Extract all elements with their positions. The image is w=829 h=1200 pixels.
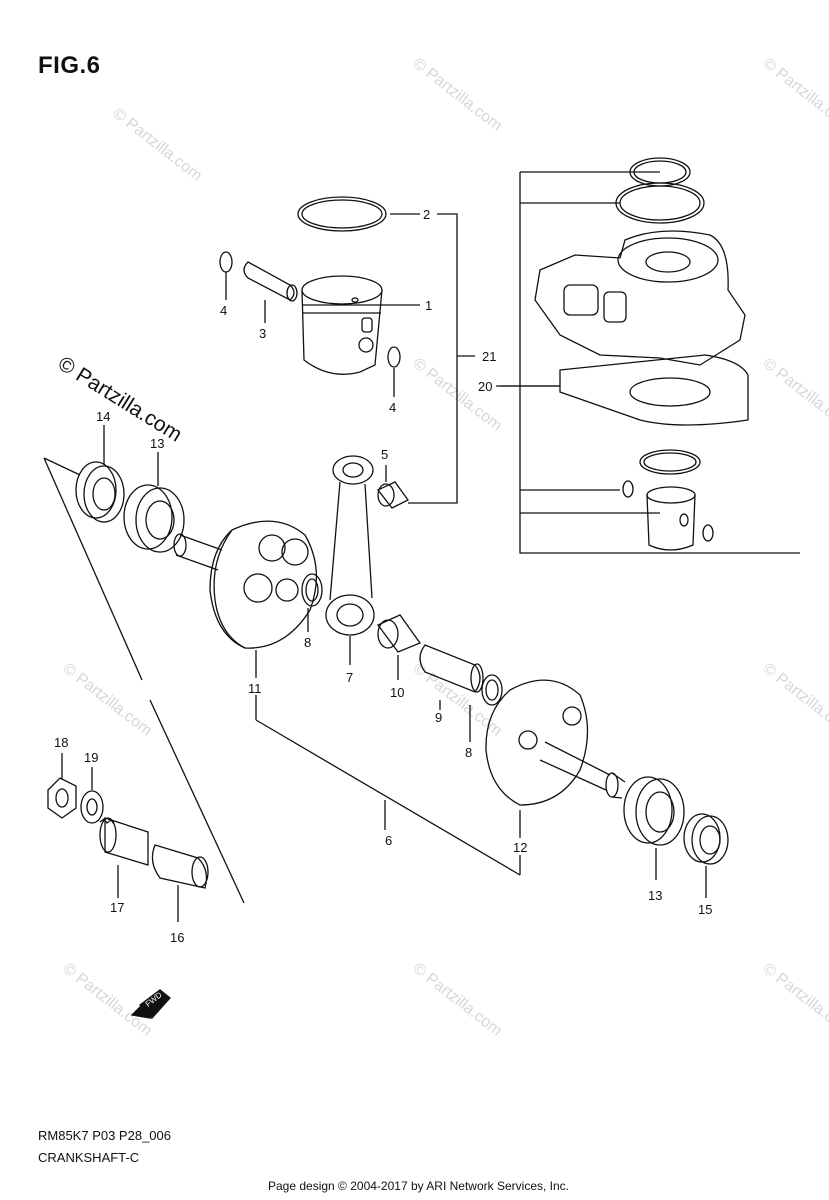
gear [99,817,149,898]
callout-5: 5 [381,447,388,462]
callout-15: 15 [698,902,712,917]
nut [47,753,77,819]
assembly-6-bracket [255,695,521,876]
kit-21-leader [390,213,475,504]
piston [301,275,420,375]
piston-pin [243,261,298,323]
cylinder-kit [534,157,749,551]
callout-13: 13 [150,436,164,451]
oil-seal-left [75,425,125,523]
circlip [219,251,401,397]
crank-pin [419,644,484,710]
callout-16: 16 [170,930,184,945]
callouts: 1 2 3 4 4 5 6 7 8 8 9 10 11 12 13 13 14 … [54,207,712,945]
credit-line: Page design © 2004-2017 by ARI Network S… [268,1179,570,1193]
connecting-rod [325,455,375,665]
figure-label: FIG.6 [38,52,101,79]
kit-bracket [496,171,800,554]
bearing-left [123,452,185,553]
callout-6: 6 [385,833,392,848]
oil-seal-right [683,813,729,898]
callout-13: 13 [648,888,662,903]
callout-12: 12 [513,840,527,855]
left-bracket [43,457,245,904]
callout-9: 9 [435,710,442,725]
bearing-right [623,776,685,880]
callout-4: 4 [389,400,396,415]
callout-8: 8 [304,635,311,650]
fwd-arrow-icon: FWD [130,989,171,1019]
washer [80,767,104,824]
callout-17: 17 [110,900,124,915]
callout-19: 19 [84,750,98,765]
diagram-code: RM85K7 P03 P28_006 [38,1128,171,1143]
callout-7: 7 [346,670,353,685]
callout-18: 18 [54,735,68,750]
callout-21: 21 [482,349,496,364]
callout-14: 14 [96,409,110,424]
callout-1: 1 [425,298,432,313]
piston-ring [297,196,387,232]
callout-11: 11 [248,681,262,696]
crankshaft-right-half [485,679,626,838]
crankshaft-left-half [173,520,318,678]
small-end-bearing [376,465,409,509]
callout-4: 4 [220,303,227,318]
callout-8: 8 [465,745,472,760]
thrust-washer [301,573,503,742]
callout-10: 10 [390,685,404,700]
diagram-name: CRANKSHAFT-C [38,1150,140,1165]
callout-2: 2 [423,207,430,222]
big-end-bearing [376,614,422,680]
callout-3: 3 [259,326,266,341]
callout-20: 20 [478,379,492,394]
spacer [151,844,209,922]
